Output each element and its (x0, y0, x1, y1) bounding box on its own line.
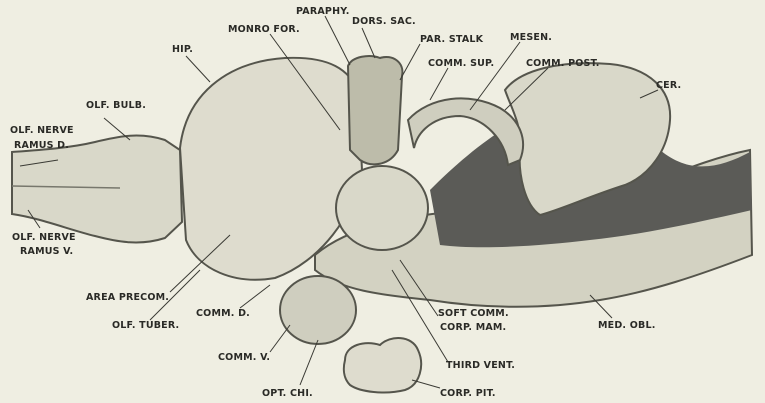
label-olf-tuber: OLF. TUBER. (112, 320, 179, 331)
label-olf-nerve-ramus-d-line1: OLF. NERVE (10, 125, 74, 136)
label-dors-sac: DORS. SAC. (352, 16, 416, 27)
label-hip: HIP. (172, 44, 193, 55)
label-med-obl: MED. OBL. (598, 320, 656, 331)
label-olf-bulb: OLF. BULB. (86, 100, 146, 111)
label-paraphy: PARAPHY. (296, 6, 350, 17)
label-area-precom: AREA PRECOM. (86, 292, 169, 303)
label-opt-chi: OPT. CHI. (262, 388, 313, 399)
label-comm-d: COMM. D. (196, 308, 250, 319)
label-comm-sup: COMM. SUP. (428, 58, 494, 69)
label-mesen: MESEN. (510, 32, 552, 43)
label-corp-mam: CORP. MAM. (440, 322, 506, 333)
paraphysis-shape (348, 56, 402, 164)
optic-chiasma-shape (280, 276, 356, 344)
label-olf-nerve-ramus-v-line1: OLF. NERVE (12, 232, 76, 243)
label-olf-nerve-ramus-v-line2: RAMUS V. (20, 246, 73, 257)
diencephalon-circle (336, 166, 428, 250)
label-comm-v: COMM. V. (218, 352, 270, 363)
label-monro-for: MONRO FOR. (228, 24, 300, 35)
label-corp-pit: CORP. PIT. (440, 388, 496, 399)
label-par-stalk: PAR. STALK (420, 34, 484, 45)
pituitary-shape (344, 338, 421, 392)
label-cer: CER. (656, 80, 681, 91)
label-comm-post: COMM. POST. (526, 58, 600, 69)
label-third-vent: THIRD VENT. (446, 360, 515, 371)
label-olf-nerve-ramus-d-line2: RAMUS D. (14, 140, 69, 151)
label-soft-comm: SOFT COMM. (438, 308, 509, 319)
